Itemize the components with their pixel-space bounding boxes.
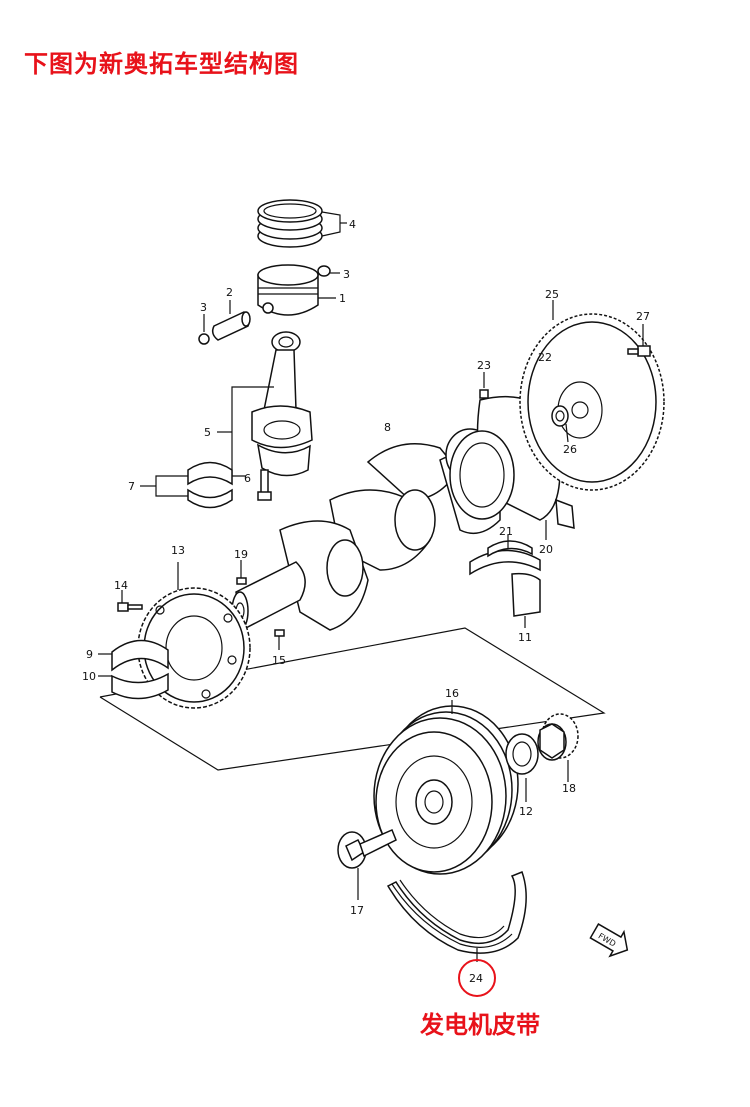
- connecting-rod-bearing: [187, 461, 233, 509]
- flywheel-bolt: [627, 345, 651, 357]
- crankshaft-key: [236, 577, 247, 585]
- crankshaft-pulley: [373, 705, 519, 875]
- label-part-20: 20: [539, 543, 553, 556]
- label-part-4: 4: [349, 218, 356, 231]
- label-part-12: 12: [519, 805, 533, 818]
- piston: [257, 264, 319, 316]
- label-part-19: 19: [234, 548, 248, 561]
- label-part-26: 26: [563, 443, 577, 456]
- part-labels: 4 3 1 2 3 5 6 7 8 9 10 11 12 13 14 15 16…: [82, 218, 650, 917]
- label-part-11: 11: [518, 631, 532, 644]
- label-part-21: 21: [499, 525, 513, 538]
- crankshaft-pin: [274, 629, 285, 637]
- connecting-rod-bolt: [257, 469, 272, 501]
- front-oil-seal: [505, 733, 539, 775]
- circlip-upper: [317, 265, 331, 277]
- assembly-boundary: [99, 627, 606, 771]
- label-part-1: 1: [339, 292, 346, 305]
- label-part-27: 27: [636, 310, 650, 323]
- label-part-7: 7: [128, 480, 135, 493]
- forward-direction-arrow: FWD: [589, 923, 629, 958]
- housing-bolt: [479, 389, 489, 399]
- label-part-18: 18: [562, 782, 576, 795]
- flywheel: [519, 313, 665, 491]
- label-part-16: 16: [445, 687, 459, 700]
- circlip-lower: [198, 333, 210, 345]
- label-part-9: 9: [86, 648, 93, 661]
- page-title: 下图为新奥拓车型结构图: [24, 50, 299, 78]
- label-part-17: 17: [350, 904, 364, 917]
- pulley-bolt: [337, 829, 397, 869]
- label-part-10: 10: [82, 670, 96, 683]
- label-part-2: 2: [226, 286, 233, 299]
- piston-pin: [211, 311, 251, 341]
- sprocket-bolt: [117, 602, 143, 612]
- main-bearing-lower: [111, 639, 169, 700]
- highlighted-part-24: 24: [458, 959, 496, 997]
- label-part-6: 6: [244, 472, 251, 485]
- label-part-3-lower: 3: [200, 301, 207, 314]
- alternator-belt: [386, 871, 527, 954]
- crankshaft-timing-gear: [537, 713, 579, 761]
- connecting-rod: [251, 331, 313, 477]
- belt-caption: 发电机皮带: [420, 1011, 540, 1039]
- pilot-bearing: [551, 405, 569, 427]
- label-part-14: 14: [114, 579, 128, 592]
- label-part-13: 13: [171, 544, 185, 557]
- piston-rings: [257, 199, 323, 248]
- label-part-24: 24: [469, 972, 483, 985]
- highlight-circle: [458, 959, 496, 997]
- label-part-22: 22: [538, 351, 552, 364]
- label-part-5: 5: [204, 426, 211, 439]
- label-part-25: 25: [545, 288, 559, 301]
- label-part-15: 15: [272, 654, 286, 667]
- label-part-8: 8: [384, 421, 391, 434]
- label-part-23: 23: [477, 359, 491, 372]
- label-part-3-upper: 3: [343, 268, 350, 281]
- main-bearing-upper: [469, 540, 541, 617]
